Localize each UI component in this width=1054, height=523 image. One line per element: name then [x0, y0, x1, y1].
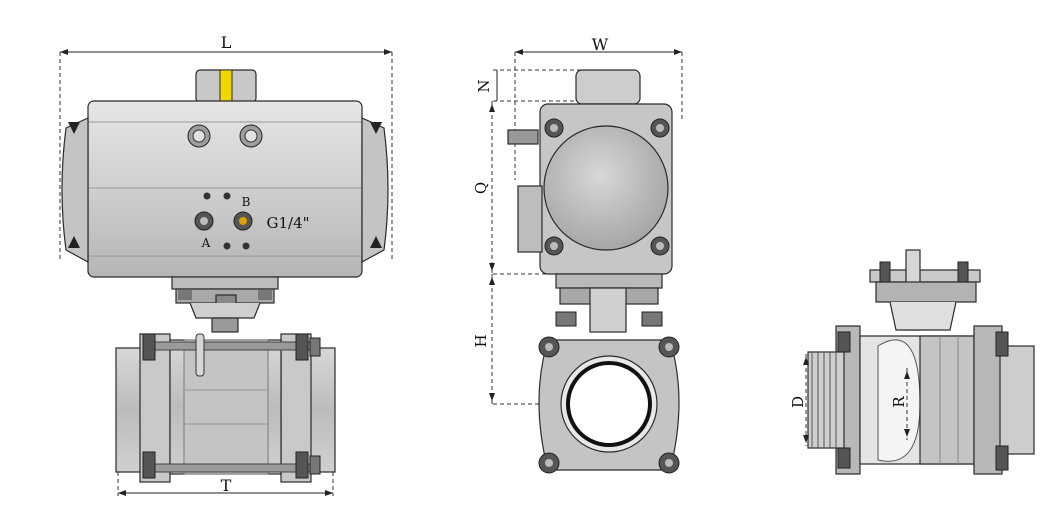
plug-right [239, 124, 263, 148]
actuator-body [87, 100, 363, 278]
plug-left [187, 124, 211, 148]
label-d: D [789, 396, 807, 408]
side-view: W N Q H [472, 35, 683, 474]
label-q: Q [472, 182, 490, 194]
port-a-icon [194, 211, 214, 231]
position-indicator [219, 69, 233, 103]
label-h: H [472, 334, 490, 347]
label-thread: G1/4" [266, 214, 309, 232]
front-view: L [59, 33, 393, 496]
port-b-icon [233, 211, 253, 231]
label-port-b: B [242, 195, 251, 209]
stem [211, 317, 239, 333]
label-r: R [890, 396, 908, 408]
section-thread [807, 351, 845, 449]
label-t: T [221, 476, 232, 495]
label-port-a: A [201, 236, 211, 250]
label-w: W [592, 35, 609, 54]
section-view: D R [789, 249, 1035, 475]
label-l: L [221, 33, 232, 52]
label-n: N [475, 79, 493, 92]
end-cap-left [61, 117, 89, 264]
end-cap-circle [543, 125, 669, 251]
end-cap-right [361, 117, 389, 264]
bore-opening [566, 361, 652, 447]
